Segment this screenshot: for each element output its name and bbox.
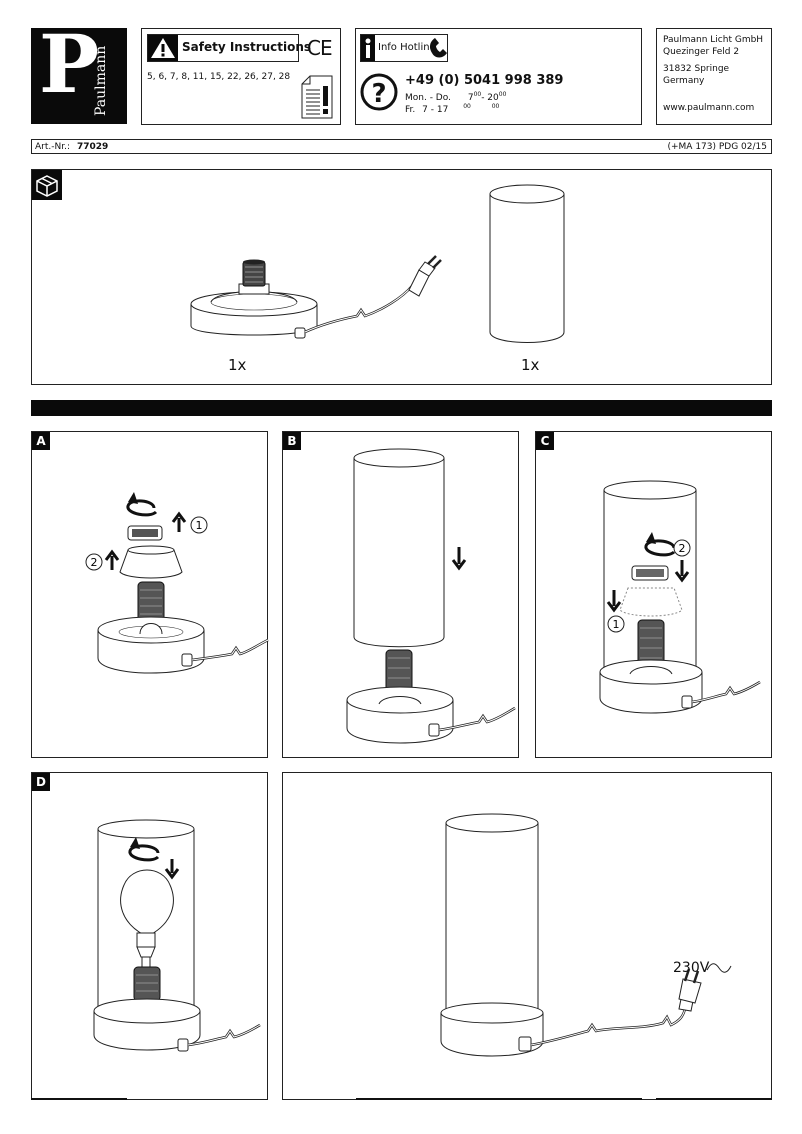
step-c-marker-2: 2 (679, 542, 686, 555)
lamp-base-illustration (190, 255, 442, 339)
final-assembly-panel: 230V (282, 772, 772, 1100)
hotline-hours-row1: Mon. - Do. 700- 2000 (405, 89, 506, 104)
plug-icon (678, 968, 702, 1012)
ac-symbol-icon (706, 963, 732, 973)
footer-line-left (31, 1098, 127, 1100)
logo-letter: P (39, 17, 100, 111)
step-b-illustration (346, 448, 516, 744)
question-icon: ? (360, 73, 398, 111)
hotline-row2-days: Fr. (405, 105, 416, 115)
logo-brand-name: Paulmann (93, 45, 109, 116)
company-line-4: Germany (663, 76, 705, 86)
step-d-illustration (93, 819, 261, 1052)
step-a-marker-2: 2 (91, 556, 98, 569)
safety-title: Safety Instructions (182, 40, 312, 54)
paulmann-logo: P Paulmann (31, 24, 127, 124)
company-website: www.paulmann.com (663, 103, 755, 113)
voltage-label: 230V (673, 960, 710, 976)
article-code: (+MA 173) PDG 02/15 (667, 142, 767, 152)
rotate-icon (126, 492, 158, 517)
hotline-title: Info Hotline (378, 42, 436, 53)
safety-numbers: 5, 6, 7, 8, 11, 15, 22, 26, 27, 28 (147, 72, 291, 82)
hotline-title-frame: Info Hotline (360, 34, 448, 62)
hotline-row2-sep: - 17 (430, 105, 449, 115)
footer-line-right (656, 1098, 772, 1100)
article-bar: Art.-Nr.: 77029 (+MA 173) PDG 02/15 (31, 139, 772, 154)
footer-line-mid (356, 1098, 642, 1100)
section-divider-bar (31, 400, 772, 416)
warning-icon (148, 35, 178, 61)
hotline-phone: +49 (0) 5041 998 389 (405, 73, 564, 88)
company-line-3: 31832 Springe (663, 64, 730, 74)
rotate-icon (128, 837, 160, 862)
ce-mark: CE (307, 36, 333, 60)
document-icon (301, 75, 333, 119)
step-c-marker-1: 1 (613, 618, 620, 631)
arrow-down-icon (451, 547, 467, 571)
package-contents-panel: 1x 1x (31, 169, 772, 385)
info-icon (361, 35, 375, 61)
hotline-hours-row2: Fr. 7 - 17 00 00 (405, 101, 499, 116)
box-icon (32, 170, 62, 200)
step-a-marker-1: 1 (196, 519, 203, 532)
safety-instructions-box: Safety Instructions CE 5, 6, 7, 8, 11, 1… (141, 28, 341, 125)
hotline-row1-to-sup: 00 (498, 91, 507, 98)
step-c-illustration: 2 1 (599, 480, 761, 714)
hotline-row2-from-sup: 00 (463, 103, 471, 110)
company-line-1: Paulmann Licht GmbH (663, 35, 764, 45)
hotline-row2-from: 7 (422, 105, 428, 115)
step-c-panel: C 2 1 (535, 431, 772, 758)
article-number: 77029 (77, 142, 109, 152)
glass-shade-illustration (489, 184, 565, 343)
step-a-panel: A 1 2 (31, 431, 269, 758)
final-lamp-illustration (440, 813, 732, 1057)
step-b-label: B (283, 432, 301, 450)
step-a-illustration: 1 2 (85, 492, 269, 674)
hotline-row2-to-sup: 00 (491, 103, 500, 110)
svg-text:?: ? (371, 79, 386, 109)
article-label: Art.-Nr.: (35, 142, 70, 152)
base-quantity: 1x (228, 356, 247, 374)
hotline-row1-days: Mon. - Do. (405, 93, 451, 103)
hotline-row1-from: 7 (467, 93, 474, 103)
hotline-row1-sep: - 20 (481, 93, 499, 103)
company-line-2: Quezinger Feld 2 (663, 47, 740, 57)
company-address-box: Paulmann Licht GmbH Quezinger Feld 2 318… (656, 28, 772, 125)
step-b-panel: B (282, 431, 519, 758)
safety-title-frame: Safety Instructions (147, 34, 311, 62)
step-c-label: C (536, 432, 554, 450)
step-d-panel: D (31, 772, 268, 1100)
shade-quantity: 1x (521, 356, 540, 374)
rotate-icon (644, 532, 676, 557)
plug-icon (408, 255, 442, 297)
hotline-row1-from-sup: 00 (473, 91, 482, 98)
step-a-label: A (32, 432, 50, 450)
phone-icon (430, 38, 447, 58)
step-d-label: D (32, 773, 50, 791)
info-hotline-box: Info Hotline ? +49 (0) 5041 998 389 Mon.… (355, 28, 642, 125)
